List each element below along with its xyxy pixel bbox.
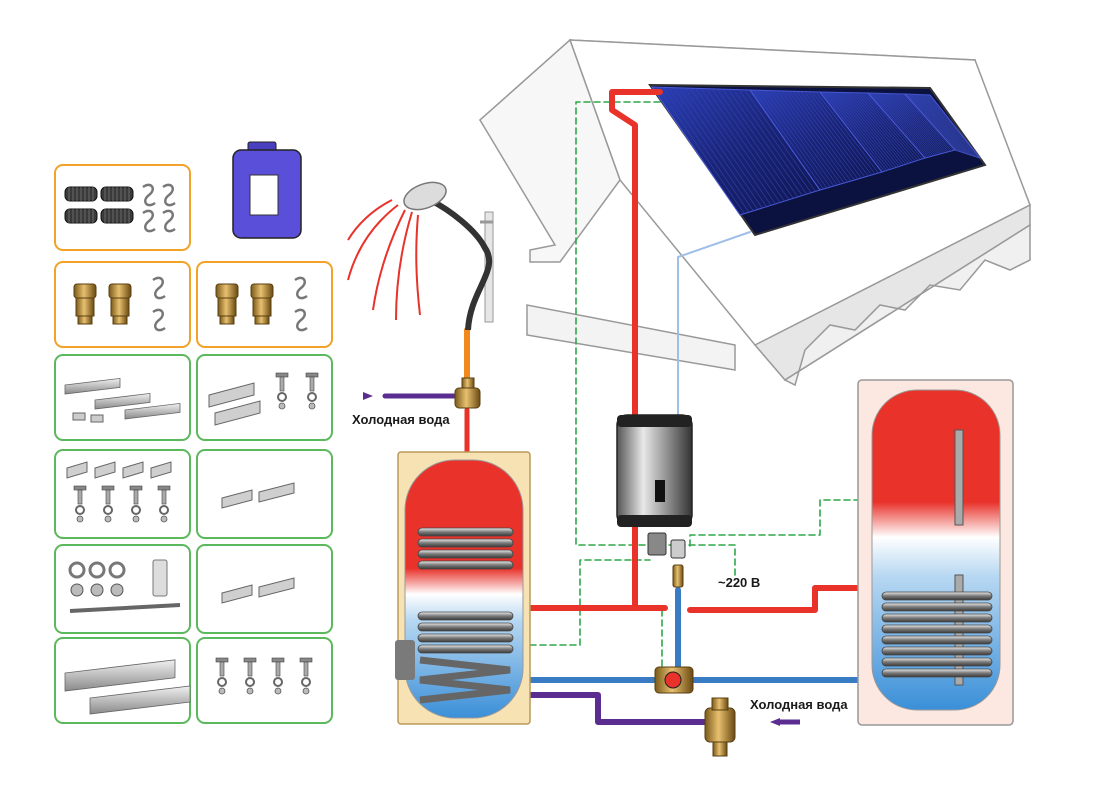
heat-exchanger-coil-turn	[417, 560, 514, 570]
kit-tile-hoses	[54, 164, 191, 251]
heat-exchanger-coil-turn	[881, 613, 993, 623]
control-line-tank-sensor	[529, 559, 651, 646]
three-way-valve	[654, 666, 694, 694]
voltage-label: ~220 В	[718, 575, 761, 590]
pump-group	[647, 532, 686, 588]
left-storage-tank	[395, 451, 531, 725]
right-storage-tank	[857, 379, 1014, 726]
heat-exchanger-coil-turn	[881, 591, 993, 601]
antifreeze-canister-icon	[232, 141, 302, 239]
heat-exchanger-coil-turn	[417, 538, 514, 548]
heat-exchanger-coil-turn	[417, 611, 514, 621]
cold-water-label-left: Холодная вода	[352, 412, 450, 427]
cold-water-label-right: Холодная вода	[750, 697, 848, 712]
installation-kit	[54, 141, 333, 724]
kit-tile-nuts-screw	[54, 544, 191, 634]
heat-exchanger-coil-turn	[881, 668, 993, 678]
heat-exchanger-coil-turn	[417, 549, 514, 559]
kit-tile-fittings-1	[54, 261, 191, 348]
shower-head	[347, 181, 494, 331]
lower-coil-zigzag	[419, 656, 511, 704]
kit-tile-brackets-bolts	[54, 449, 191, 539]
kit-tile-fittings-2	[196, 261, 333, 348]
kit-tile-hooks-bolts	[196, 354, 333, 441]
cold-water-arrow-right	[770, 718, 780, 726]
heat-exchanger-coil-turn	[881, 602, 993, 612]
mixing-valve	[454, 377, 481, 409]
kit-tile-rails-short	[54, 354, 191, 441]
hot-pipe-collector	[609, 89, 663, 611]
cold-pipe-return	[677, 231, 751, 421]
heat-exchanger-coil-turn	[417, 622, 514, 632]
kit-tile-t-bolts	[196, 637, 333, 724]
kit-tile-rails-long	[54, 637, 191, 724]
heat-exchanger-coil-turn	[417, 644, 514, 654]
kit-tile-connectors	[196, 449, 333, 539]
cold-water-arrow-left	[363, 392, 373, 400]
pressure-reducer	[704, 697, 736, 757]
heat-exchanger-coil-turn	[881, 657, 993, 667]
control-line-collector-sensor	[575, 101, 736, 579]
heat-exchanger-coil-turn	[881, 635, 993, 645]
cold-inlet-bottom	[512, 692, 708, 725]
heat-exchanger-coil-turn	[417, 633, 514, 643]
kit-tile-end-clamps	[196, 544, 333, 634]
expansion-vessel	[616, 414, 693, 527]
heat-exchanger-coil-turn	[881, 624, 993, 634]
heat-exchanger-coil-turn	[881, 646, 993, 656]
heat-exchanger-coil-turn	[417, 527, 514, 537]
solar-collectors	[648, 83, 987, 237]
